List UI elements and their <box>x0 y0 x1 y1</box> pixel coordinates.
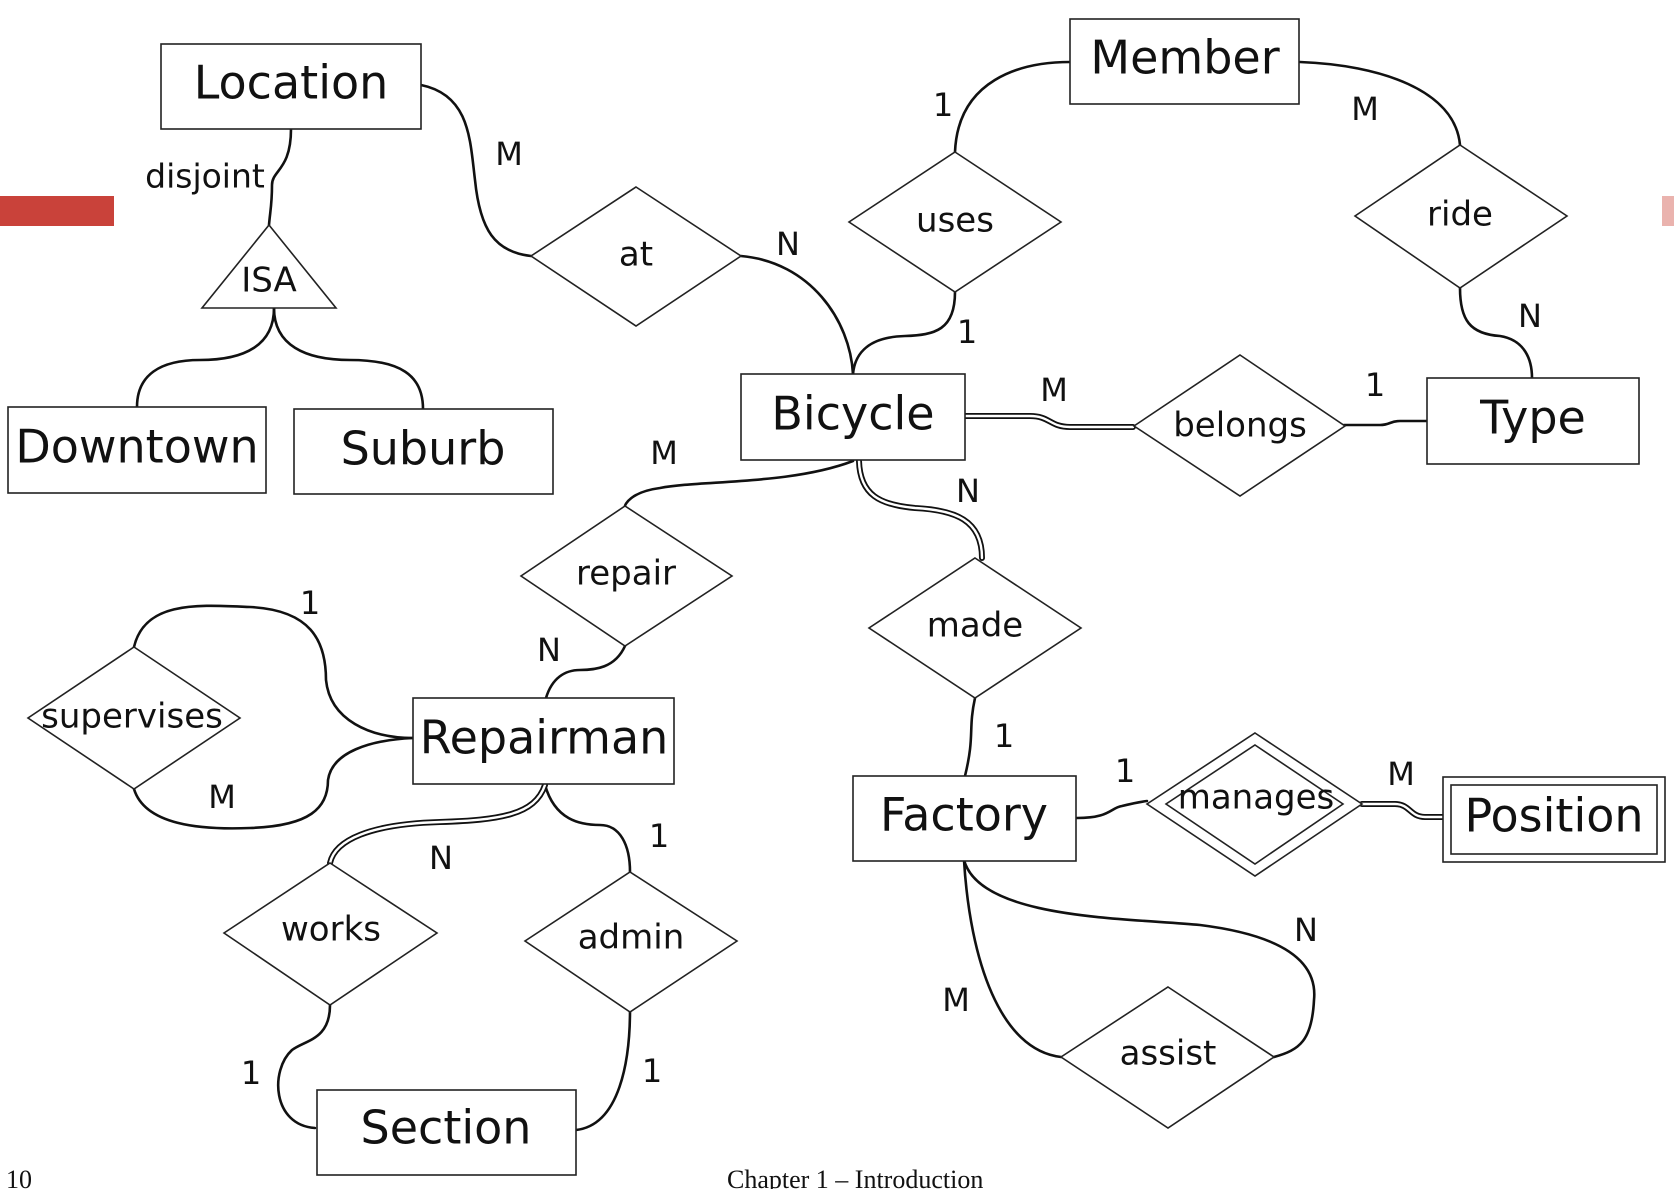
footer-chapter-title: Chapter 1 – Introduction <box>727 1165 983 1189</box>
entity-section[interactable]: Section <box>316 1089 577 1176</box>
cardinality-member-ride: M <box>1351 90 1379 128</box>
relationship-belongs[interactable]: belongs <box>1132 354 1347 497</box>
entity-member-label: Member <box>1090 31 1279 85</box>
entity-position-weak[interactable]: Position <box>1442 776 1666 863</box>
edge-made-factory <box>963 696 977 778</box>
relationship-assist-label: assist <box>1120 1034 1217 1074</box>
entity-repairman[interactable]: Repairman <box>412 697 675 785</box>
edge-location-isa <box>267 127 293 227</box>
relationship-ride[interactable]: ride <box>1353 144 1569 289</box>
entity-bicycle[interactable]: Bicycle <box>740 373 966 461</box>
isa-triangle[interactable]: ISA <box>200 223 338 309</box>
relationship-uses[interactable]: uses <box>847 151 1063 293</box>
edge-factory-manages <box>1075 799 1149 820</box>
relationship-assist[interactable]: assist <box>1059 986 1276 1129</box>
cardinality-works-section: 1 <box>241 1054 261 1092</box>
cardinality-factory-assist-m: M <box>942 981 970 1019</box>
edge-admin-section <box>574 1008 632 1132</box>
relationship-works-label: works <box>281 910 381 950</box>
relationship-made[interactable]: made <box>867 557 1083 699</box>
edge-bicycle-repair <box>623 459 855 508</box>
edge-belongs-type <box>1342 419 1429 427</box>
cardinality-repairman-admin: 1 <box>649 817 669 855</box>
edge-supervises-bottom <box>132 736 415 830</box>
relationship-made-label: made <box>927 606 1023 646</box>
relationship-repair-label: repair <box>576 554 676 594</box>
relationship-works[interactable]: works <box>222 862 439 1006</box>
cardinality-manages-position: M <box>1387 755 1415 793</box>
edge-uses-bicycle <box>851 290 957 376</box>
accent-bar-right <box>1662 196 1674 226</box>
cardinality-admin-section: 1 <box>642 1052 662 1090</box>
accent-bar-left <box>0 196 114 226</box>
entity-downtown[interactable]: Downtown <box>7 406 267 494</box>
entity-suburb-label: Suburb <box>341 422 506 476</box>
relationship-belongs-label: belongs <box>1173 406 1307 446</box>
cardinality-ride-type: N <box>1518 297 1542 335</box>
edge-member-uses <box>953 60 1072 154</box>
entity-repairman-label: Repairman <box>420 711 669 765</box>
relationship-repair[interactable]: repair <box>519 505 734 647</box>
edge-isa-downtown <box>135 306 276 409</box>
entity-type[interactable]: Type <box>1426 377 1640 465</box>
cardinality-factory-manages: 1 <box>1115 752 1135 790</box>
page-number: 10 <box>6 1165 32 1189</box>
relationship-ride-label: ride <box>1427 195 1493 235</box>
cardinality-belongs-type: 1 <box>1365 366 1385 404</box>
cardinality-at-bicycle: N <box>776 225 800 263</box>
cardinality-uses-bicycle: 1 <box>957 313 977 351</box>
relationship-admin-label: admin <box>578 918 685 958</box>
edge-isa-suburb <box>272 306 425 411</box>
relationship-manages-identifying[interactable]: manages <box>1145 732 1364 877</box>
relationship-admin[interactable]: admin <box>523 871 739 1013</box>
edge-member-ride <box>1298 60 1462 147</box>
edge-repairman-admin <box>543 783 632 874</box>
cardinality-factory-assist-n: N <box>1294 911 1318 949</box>
edge-works-section <box>276 1003 332 1130</box>
cardinality-supervises-top: 1 <box>300 584 320 622</box>
entity-bicycle-label: Bicycle <box>771 387 934 441</box>
entity-suburb[interactable]: Suburb <box>293 408 554 495</box>
total-participation-edges <box>327 413 1446 866</box>
cardinality-repairman-works: N <box>429 839 453 877</box>
entity-member[interactable]: Member <box>1069 18 1300 105</box>
cardinality-bicycle-belongs: M <box>1040 371 1068 409</box>
relationship-uses-label: uses <box>916 201 994 241</box>
entity-location[interactable]: Location <box>160 43 422 130</box>
entity-position-label: Position <box>1464 789 1643 843</box>
entity-type-label: Type <box>1479 391 1586 445</box>
edge-location-at <box>419 83 533 258</box>
entity-downtown-label: Downtown <box>15 420 258 474</box>
edge-ride-type <box>1458 286 1534 380</box>
entity-factory[interactable]: Factory <box>852 775 1077 862</box>
cardinality-repair-repairman: N <box>537 631 561 669</box>
edge-at-bicycle <box>739 254 855 376</box>
cardinality-bicycle-made: N <box>956 472 980 510</box>
relationship-supervises[interactable]: supervises <box>26 646 242 790</box>
cardinality-bicycle-repair: M <box>650 434 678 472</box>
cardinality-location-at: M <box>495 135 523 173</box>
edge-repair-repairman <box>544 644 627 700</box>
edge-factory-assist-m <box>962 858 1063 1059</box>
relationship-at-label: at <box>619 235 653 275</box>
edge-factory-assist-n <box>962 858 1316 1059</box>
relationship-supervises-label: supervises <box>41 697 223 737</box>
disjoint-label: disjoint <box>145 157 265 196</box>
connectors <box>132 60 1534 1132</box>
isa-label: ISA <box>241 261 297 301</box>
relationship-at[interactable]: at <box>529 186 743 327</box>
edge-supervises-top <box>132 604 415 740</box>
cardinality-supervises-bottom: M <box>208 778 236 816</box>
entity-section-label: Section <box>361 1101 532 1155</box>
entity-factory-label: Factory <box>880 788 1048 842</box>
cardinality-labels: M N 1 1 M N M 1 M N N 1 1 M 1 M N 1 1 1 … <box>208 86 1542 1092</box>
cardinality-made-factory: 1 <box>994 717 1014 755</box>
cardinality-member-uses: 1 <box>933 86 953 124</box>
relationship-manages-label: manages <box>1178 778 1335 818</box>
entity-location-label: Location <box>194 56 389 110</box>
